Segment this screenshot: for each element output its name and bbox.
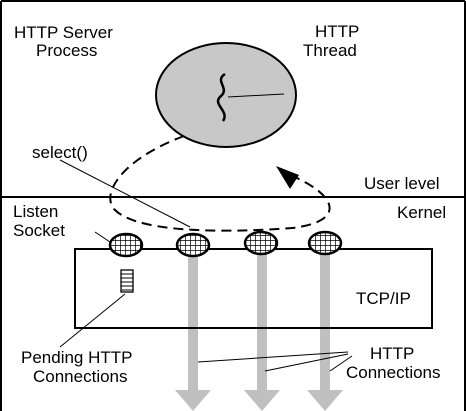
server-label-line2: Process bbox=[36, 41, 97, 60]
select-loop-arrowhead bbox=[276, 166, 299, 189]
connection-arrows bbox=[175, 250, 343, 411]
tcpip-label: TCP/IP bbox=[356, 289, 411, 308]
http-connections-label-line2: Connections bbox=[346, 363, 441, 382]
listen-socket bbox=[108, 232, 144, 258]
pending-queue-icon bbox=[120, 269, 134, 293]
pending-label-line1: Pending HTTP bbox=[21, 348, 133, 367]
pending-label-line2: Connections bbox=[33, 367, 128, 386]
thread-label-line1: HTTP bbox=[315, 22, 359, 41]
sockets bbox=[108, 230, 343, 258]
connection-socket-2 bbox=[243, 230, 279, 256]
http-thread-icon bbox=[216, 72, 226, 122]
kernel-label: Kernel bbox=[397, 203, 446, 222]
connection-socket-1 bbox=[175, 232, 211, 258]
connection-arrow-1 bbox=[175, 250, 211, 411]
connection-arrow-3 bbox=[307, 250, 343, 411]
listen-socket-label-line2: Socket bbox=[13, 221, 65, 240]
user-level-label: User level bbox=[364, 174, 440, 193]
connection-arrow-2 bbox=[244, 250, 280, 411]
select-loop-path bbox=[109, 135, 331, 232]
http-server-process bbox=[155, 42, 297, 148]
connection-socket-3 bbox=[307, 230, 343, 256]
server-label-line1: HTTP Server bbox=[14, 23, 113, 42]
leader-lines bbox=[59, 93, 353, 372]
thread-label-line2: Thread bbox=[303, 41, 357, 60]
listen-socket-label-line1: Listen bbox=[13, 202, 58, 221]
http-connections-label-line1: HTTP bbox=[370, 344, 414, 363]
select-label: select() bbox=[32, 143, 88, 162]
